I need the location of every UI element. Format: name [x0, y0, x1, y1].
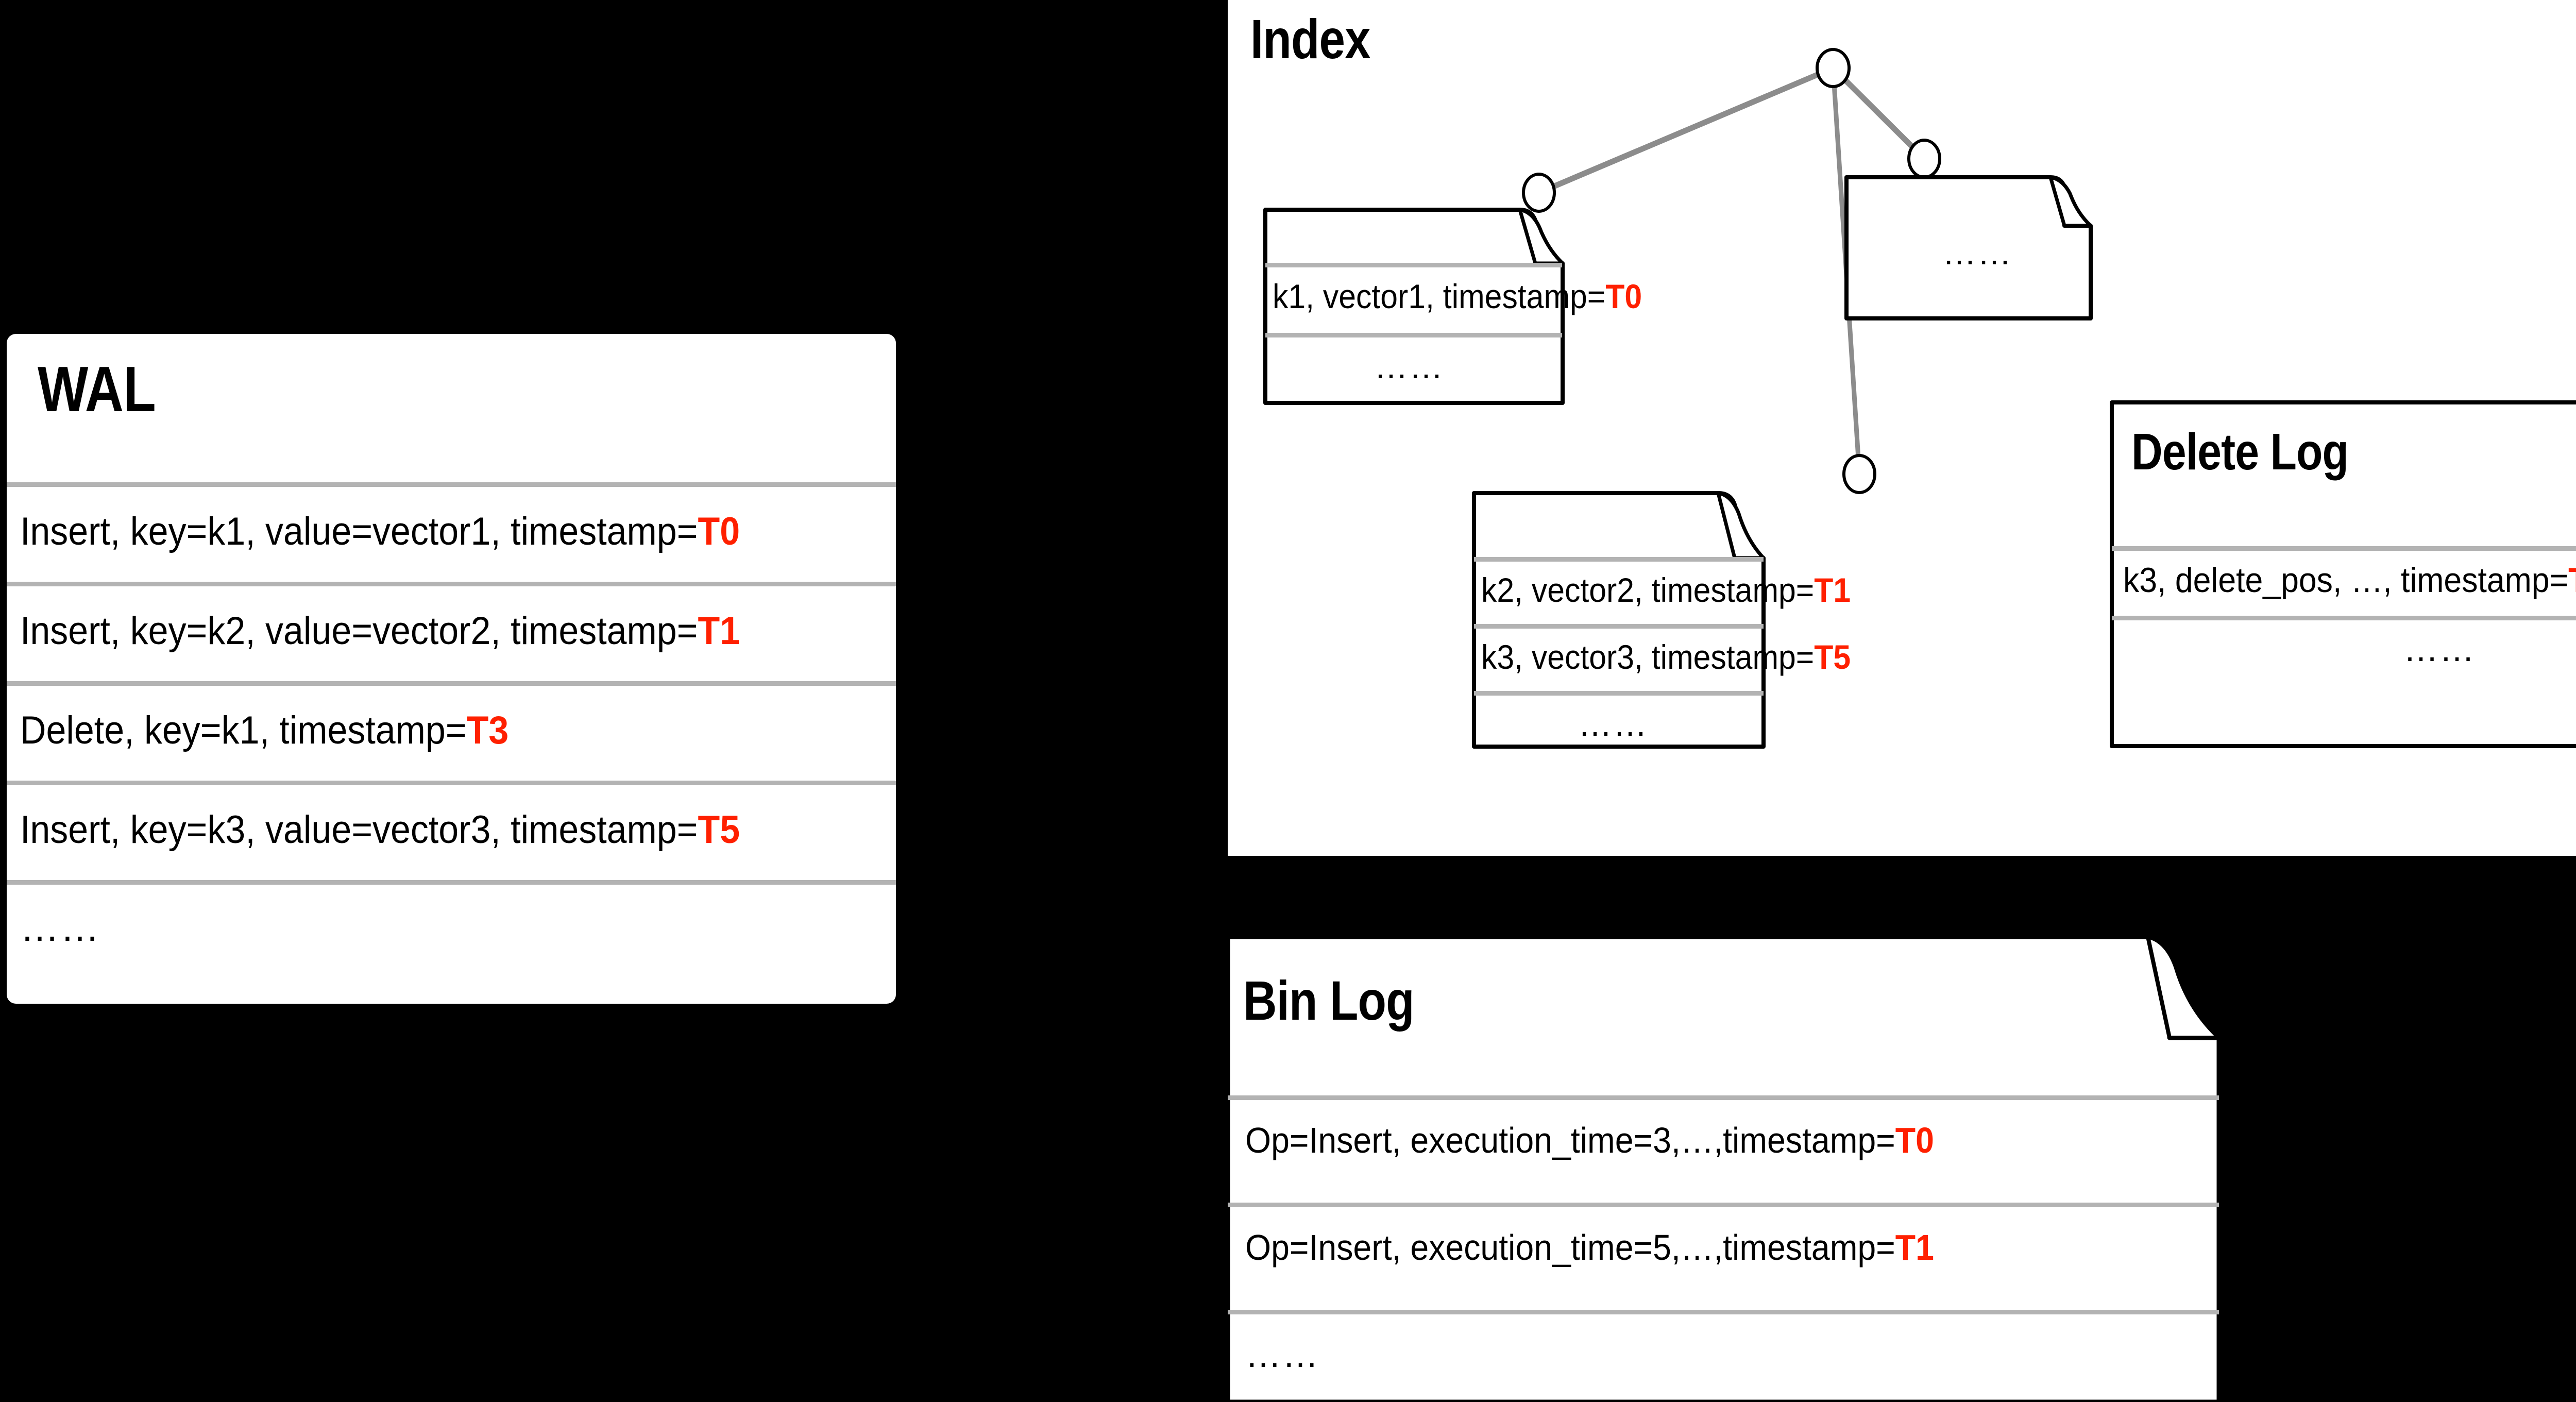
wal-rule-1 [7, 582, 896, 586]
index-leaf-other-ellipsis: …… [1942, 233, 2012, 272]
index-leaf-k2k3-row-timestamp: T1 [1814, 571, 1851, 609]
delete-log-row: k3, delete_pos, …, timestamp=T3 [2123, 559, 2576, 601]
delete-log-rule-1 [2112, 616, 2576, 620]
index-panel: Index k1, vector1, timestamp=T0 [1228, 0, 2576, 856]
index-leaf-k2k3-rule-0 [1474, 557, 1764, 562]
bin-log-row-timestamp: T0 [1895, 1120, 1934, 1160]
index-leaf-k1: k1, vector1, timestamp=T0 …… [1263, 208, 1642, 405]
wal-rule-2 [7, 681, 896, 686]
index-leaf-k1-rule-1 [1265, 333, 1562, 337]
index-leaf-k2k3-ellipsis: …… [1578, 705, 1648, 743]
wal-row-text: Insert, key=k2, value=vector2, timestamp… [20, 609, 698, 653]
tree-edge-root-left [1537, 65, 1835, 196]
index-leaf-k2k3-row: k3, vector3, timestamp=T5 [1481, 636, 1851, 678]
wal-rule-0 [7, 482, 896, 487]
delete-log-row-text: k3, delete_pos, …, timestamp= [2123, 561, 2569, 600]
wal-row: Delete, key=k1, timestamp=T3 [20, 707, 509, 754]
delete-log-ellipsis: …… [2403, 630, 2476, 669]
bin-log-title: Bin Log [1243, 969, 1415, 1032]
tree-node-child-right [1907, 139, 1941, 179]
wal-row-timestamp: T5 [698, 808, 740, 852]
index-leaf-k1-row-timestamp: T0 [1605, 277, 1642, 315]
index-leaf-k1-ellipsis: …… [1374, 347, 1444, 385]
wal-row-text: Delete, key=k1, timestamp= [20, 708, 467, 752]
wal-row-timestamp: T1 [698, 609, 740, 653]
bin-log-doc: Bin Log Op=Insert, execution_time=3,…,ti… [1225, 934, 2222, 1402]
wal-row: Insert, key=k1, value=vector1, timestamp… [20, 509, 740, 555]
wal-row: Insert, key=k3, value=vector3, timestamp… [20, 807, 740, 853]
bin-log-row-timestamp: T1 [1895, 1227, 1934, 1268]
index-leaf-k2k3-row: k2, vector2, timestamp=T1 [1481, 569, 1851, 611]
tree-node-root [1816, 48, 1851, 88]
index-title: Index [1250, 8, 1371, 70]
bin-log-row-text: Op=Insert, execution_time=5,…,timestamp= [1245, 1227, 1895, 1268]
wal-rule-3 [7, 781, 896, 785]
index-leaf-k1-rule-0 [1265, 263, 1562, 267]
tree-edge-root-right [1831, 66, 1926, 161]
wal-row-text: Insert, key=k3, value=vector3, timestamp… [20, 808, 698, 852]
index-leaf-k2k3-row-text: k3, vector3, timestamp= [1481, 638, 1815, 676]
index-leaf-k2k3-row-text: k2, vector2, timestamp= [1481, 571, 1815, 609]
delete-log-rule-0 [2112, 546, 2576, 551]
bin-log-row: Op=Insert, execution_time=3,…,timestamp=… [1245, 1118, 1934, 1162]
wal-panel: WAL Insert, key=k1, value=vector1, times… [7, 334, 896, 1004]
bin-log-row: Op=Insert, execution_time=5,…,timestamp=… [1245, 1225, 1934, 1270]
index-leaf-other: …… [1844, 175, 2093, 320]
index-leaf-k1-row: k1, vector1, timestamp=T0 [1273, 276, 1642, 317]
wal-row-timestamp: T3 [466, 708, 509, 752]
wal-row: Insert, key=k2, value=vector2, timestamp… [20, 608, 740, 654]
delete-log-title: Delete Log [2131, 423, 2349, 481]
delete-log-row-timestamp: T3 [2568, 561, 2576, 600]
index-leaf-k2k3-rule-2 [1474, 691, 1764, 696]
tree-node-child-left [1522, 173, 1556, 213]
index-leaf-k1-row-text: k1, vector1, timestamp= [1273, 277, 1606, 315]
delete-log-doc: Delete Log k3, delete_pos, …, timestamp=… [2110, 400, 2576, 748]
bin-log-ellipsis: …… [1245, 1335, 1319, 1375]
index-leaf-k2k3-row-timestamp: T5 [1814, 638, 1851, 676]
wal-row-timestamp: T0 [698, 510, 740, 553]
index-leaf-k2k3: k2, vector2, timestamp=T1 k3, vector3, t… [1472, 491, 1851, 749]
wal-row-text: Insert, key=k1, value=vector1, timestamp… [20, 510, 698, 553]
bin-log-rule-0 [1228, 1095, 2219, 1100]
bin-log-rule-1 [1228, 1203, 2219, 1207]
index-leaf-k2k3-rule-1 [1474, 624, 1764, 629]
tree-node-child-middle [1842, 454, 1876, 494]
bin-log-row-text: Op=Insert, execution_time=3,…,timestamp= [1245, 1120, 1895, 1160]
wal-rule-4 [7, 880, 896, 885]
bin-log-rule-2 [1228, 1310, 2219, 1314]
wal-ellipsis: …… [20, 906, 100, 950]
wal-title: WAL [38, 354, 156, 425]
